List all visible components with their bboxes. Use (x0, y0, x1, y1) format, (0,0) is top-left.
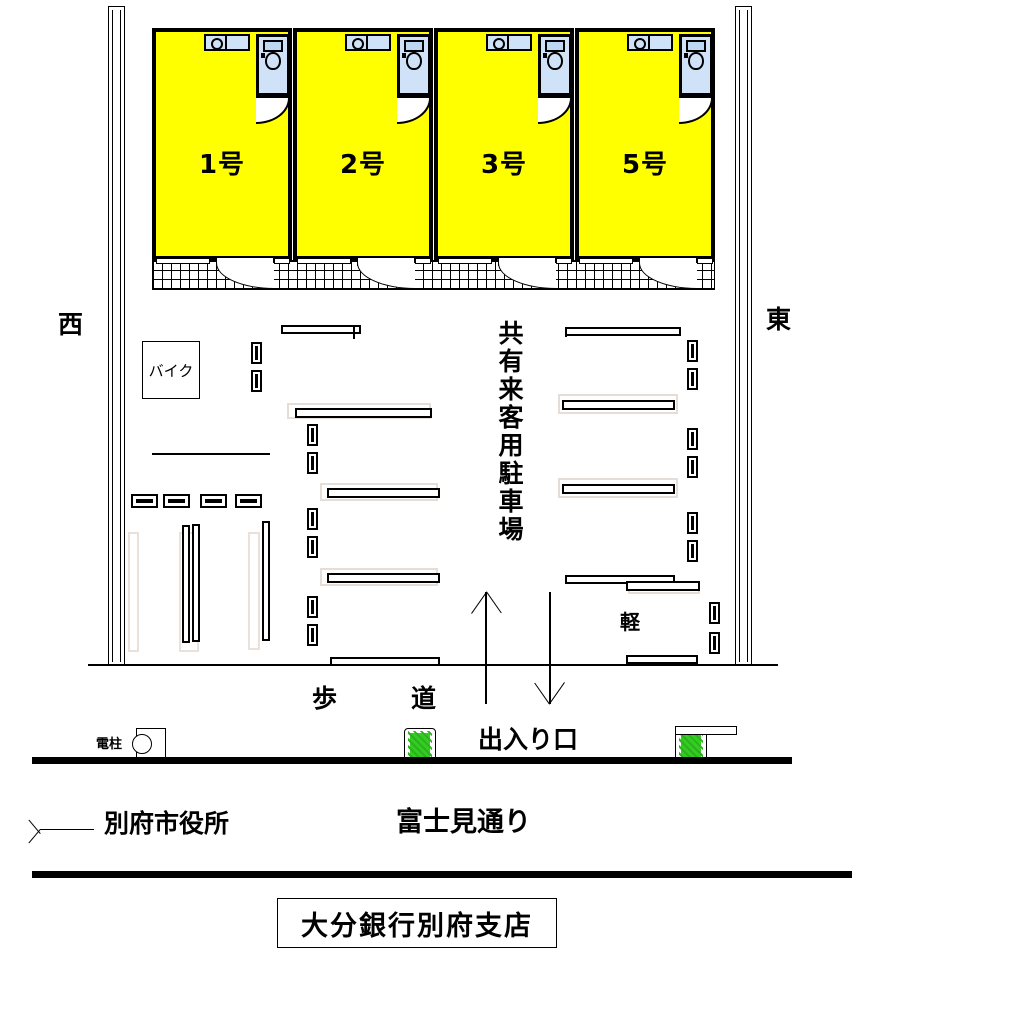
wheel-stop-tick (307, 624, 318, 646)
parking-stall-shadow (558, 394, 678, 414)
toilet-door-swing (679, 98, 713, 124)
window-sill (415, 258, 431, 264)
toilet-icon (256, 34, 290, 96)
utility-pole-label: 電柱 (96, 737, 123, 752)
west-boundary-wall (108, 6, 125, 666)
sink-icon (627, 34, 673, 51)
direction-label-east: 東 (766, 305, 792, 334)
unit-block-2[interactable]: 2号 (293, 28, 433, 260)
parking-stall-line (562, 484, 675, 494)
direction-label-west: 西 (58, 310, 84, 339)
wheel-stop-tick (307, 508, 318, 530)
wheel-stop-tick (687, 368, 698, 390)
parking-stall-tail (565, 327, 567, 337)
wheel-stop-tick (709, 632, 720, 654)
toilet-icon (538, 34, 572, 96)
bank-branch-label-box: 大分銀行別府支店 (277, 898, 557, 948)
wheel-stop-tick (307, 452, 318, 474)
parking-stall-line (295, 408, 432, 418)
parking-divider-shadow (248, 532, 260, 650)
parking-stall-shadow (558, 478, 678, 498)
toilet-door-swing (538, 98, 572, 124)
parking-guide-line (152, 453, 270, 455)
unit-block-1[interactable]: 1号 (152, 28, 292, 260)
wheel-stop-tick (251, 370, 262, 392)
toilet-icon (397, 34, 431, 96)
parking-stall-line (626, 581, 700, 591)
window-sill (697, 258, 713, 264)
unit-block-3[interactable]: 3号 (434, 28, 574, 260)
wheel-stop-tick (307, 536, 318, 558)
wheel-stop-tick (687, 456, 698, 478)
parking-stall-tail (353, 325, 355, 339)
parking-stall-line (626, 655, 698, 664)
window-sill (274, 258, 290, 264)
entrance-exit-label: 出入り口 (478, 725, 579, 754)
parking-chip (235, 494, 262, 508)
wheel-stop-tick (687, 540, 698, 562)
sink-icon (486, 34, 532, 51)
sink-icon (204, 34, 250, 51)
wheel-stop-tick (307, 424, 318, 446)
wheel-stop-tick (251, 342, 262, 364)
window-sill (156, 258, 210, 264)
parking-stall-line (327, 488, 440, 498)
window-sill (579, 258, 633, 264)
unit-label-5: 5号 (621, 150, 669, 180)
parking-chip (163, 494, 190, 508)
wheel-stop-tick (307, 596, 318, 618)
light-car-label: 軽 (620, 610, 640, 634)
parking-stall-line (281, 325, 361, 334)
street-curb-line-top (32, 757, 792, 764)
unit-label-1: 1号 (198, 150, 246, 180)
parking-divider (262, 521, 270, 641)
site-front-line (88, 664, 778, 666)
bike-parking-area[interactable]: バイク (142, 341, 200, 399)
guard-rail-right (675, 726, 737, 735)
parking-divider (192, 524, 200, 642)
wheel-stop-tick (687, 512, 698, 534)
driveway-edge-right (549, 592, 551, 704)
wheel-stop-tick (687, 340, 698, 362)
unit-block-5[interactable]: 5号 (575, 28, 715, 260)
parking-divider (182, 525, 190, 643)
unit-label-2: 2号 (339, 150, 387, 180)
sidewalk-label-2: 道 (411, 684, 437, 713)
parking-stall-line (565, 575, 675, 584)
toilet-door-swing (256, 98, 290, 124)
toilet-door-swing (397, 98, 431, 124)
driveway-edge-left (485, 592, 487, 704)
parking-stall-line (562, 400, 675, 410)
sidewalk-label-1: 歩 (312, 684, 338, 713)
window-sill (556, 258, 572, 264)
bush-icon-right (679, 731, 703, 759)
parking-stall-line (327, 573, 440, 583)
toilet-icon (679, 34, 713, 96)
visitor-parking-label: 共有来客用駐車場 (495, 320, 524, 544)
city-hall-label: 別府市役所 (104, 809, 230, 838)
wheel-stop-tick (709, 602, 720, 624)
parking-chip (131, 494, 158, 508)
wheel-stop-tick (687, 428, 698, 450)
east-boundary-wall (735, 6, 752, 666)
window-sill (438, 258, 492, 264)
street-name-label: 富士見通り (396, 807, 531, 838)
bush-icon-center (408, 731, 432, 759)
parking-divider-shadow (128, 532, 139, 652)
city-hall-direction-arrow (28, 812, 94, 848)
street-curb-line-bottom (32, 871, 852, 878)
sink-icon (345, 34, 391, 51)
unit-label-3: 3号 (480, 150, 528, 180)
parking-chip (200, 494, 227, 508)
utility-pole-icon (132, 734, 152, 754)
window-sill (297, 258, 351, 264)
parking-stall-line (565, 327, 681, 336)
